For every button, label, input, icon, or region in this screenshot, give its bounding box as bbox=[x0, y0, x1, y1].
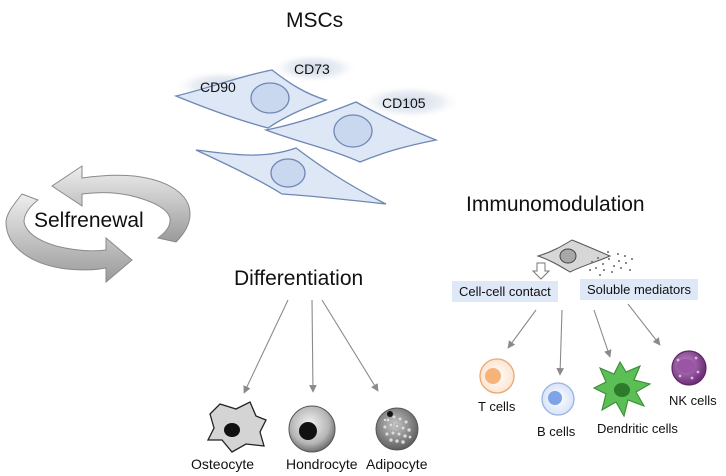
msc-nucleus-1 bbox=[250, 82, 290, 114]
msc-nucleus-2 bbox=[333, 114, 373, 148]
differentiation-label: Differentiation bbox=[234, 267, 364, 290]
t-cells-label: T cells bbox=[478, 399, 516, 414]
nk-cells-label: NK cells bbox=[669, 393, 717, 408]
soluble-mediators-label: Soluble mediators bbox=[580, 279, 699, 300]
hondrocyte-icon bbox=[288, 405, 336, 453]
self-renewal-label: Selfrenewal bbox=[34, 209, 144, 232]
msc-title: MSCs bbox=[286, 9, 344, 32]
msc-cell-2 bbox=[263, 101, 439, 163]
marker-cd73: CD73 bbox=[294, 61, 330, 77]
dendritic-cells-label: Dendritic cells bbox=[597, 421, 678, 436]
immuno-arrows bbox=[507, 303, 661, 376]
cd105-glow bbox=[358, 85, 462, 119]
adipocyte-icon bbox=[375, 407, 419, 451]
differentiation-arrows bbox=[243, 299, 379, 394]
marker-cd105: CD105 bbox=[382, 95, 426, 111]
contact-arrow-icon bbox=[531, 262, 551, 280]
cd73-glow bbox=[270, 53, 358, 83]
msc-cell-1 bbox=[173, 69, 329, 129]
immunomodulation-label: Immunomodulation bbox=[466, 193, 645, 216]
marker-cd90: CD90 bbox=[200, 79, 236, 95]
b-cells-label: B cells bbox=[537, 424, 576, 439]
osteocyte-icon bbox=[206, 401, 267, 453]
msc-cell-3 bbox=[195, 147, 387, 205]
dendritic-cell-icon bbox=[592, 360, 652, 418]
cell-cell-contact-label: Cell-cell contact bbox=[452, 281, 558, 302]
self-renewal-cycle-icon bbox=[5, 165, 191, 284]
msc-nucleus-3 bbox=[270, 158, 306, 188]
hondrocyte-label: Hondrocyte bbox=[286, 456, 358, 472]
adipocyte-label: Adipocyte bbox=[366, 456, 428, 472]
nk-cell-icon bbox=[671, 350, 707, 386]
immuno-msc-icon bbox=[536, 239, 612, 273]
t-cell-icon bbox=[479, 358, 515, 394]
soluble-mediator-dots bbox=[589, 251, 633, 276]
osteocyte-label: Osteocyte bbox=[191, 456, 255, 472]
b-cell-icon bbox=[541, 382, 575, 416]
